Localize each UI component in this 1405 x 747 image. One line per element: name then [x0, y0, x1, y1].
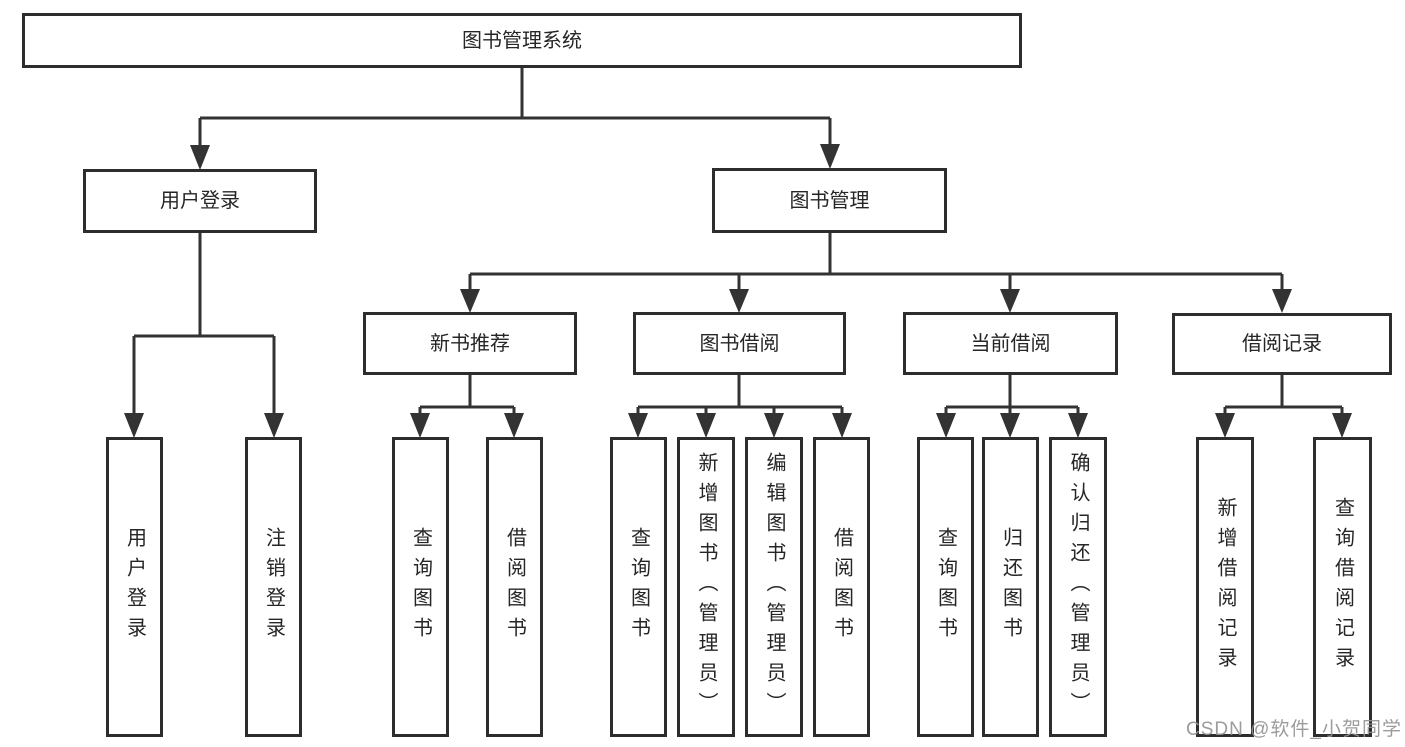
- leaf-return-books: 归还图书: [982, 437, 1039, 737]
- leaf-logout: 注销登录: [245, 437, 302, 737]
- node-current-borrow: 当前借阅: [903, 312, 1118, 375]
- node-user-login: 用户登录: [83, 169, 317, 233]
- leaf-query-books-borrow: 查询图书: [610, 437, 667, 737]
- leaf-borrow-books: 借阅图书: [813, 437, 870, 737]
- leaf-query-borrow-record: 查询借阅记录: [1313, 437, 1372, 737]
- node-borrow-records: 借阅记录: [1172, 313, 1392, 375]
- node-new-book-recommend: 新书推荐: [363, 312, 577, 375]
- node-book-management: 图书管理: [712, 168, 947, 233]
- leaf-confirm-return-admin: 确认归还（管理员）: [1049, 437, 1107, 737]
- leaf-borrow-books-recommend: 借阅图书: [486, 437, 543, 737]
- leaf-add-books-admin: 新增图书（管理员）: [677, 437, 735, 737]
- leaf-add-borrow-record: 新增借阅记录: [1196, 437, 1254, 737]
- leaf-edit-books-admin: 编辑图书（管理员）: [745, 437, 803, 737]
- node-book-borrow: 图书借阅: [633, 312, 846, 375]
- leaf-user-login: 用户登录: [106, 437, 163, 737]
- node-library-system: 图书管理系统: [22, 13, 1022, 68]
- leaf-query-books-recommend: 查询图书: [392, 437, 449, 737]
- leaf-query-books-current: 查询图书: [917, 437, 974, 737]
- csdn-watermark: CSDN @软件_小贺同学: [1186, 719, 1402, 740]
